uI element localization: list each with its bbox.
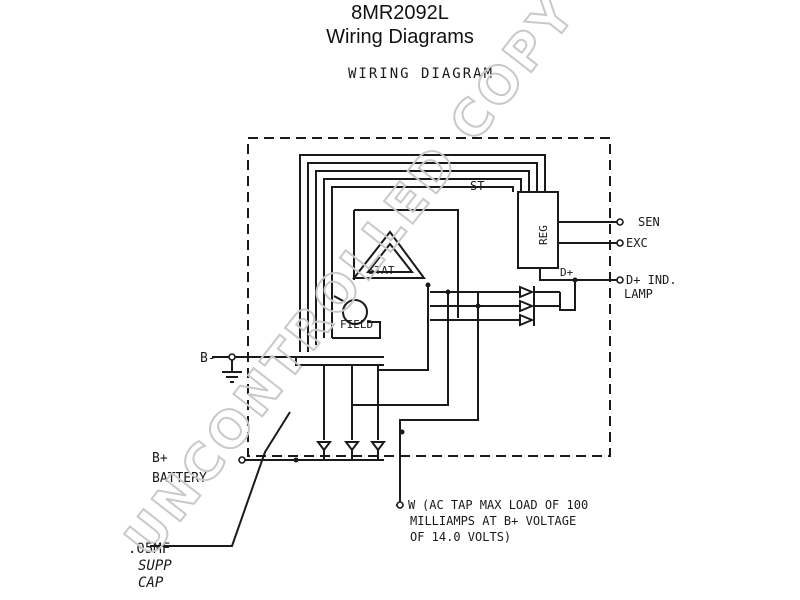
harness-wire-5 bbox=[331, 186, 514, 338]
harness-wire-2 bbox=[307, 162, 538, 352]
trio-collector bbox=[533, 280, 576, 326]
ac-tap-note-1: (AC TAP MAX LOAD OF 100 bbox=[422, 498, 588, 512]
b-plus-terminal bbox=[238, 456, 246, 464]
harness-wire-3 bbox=[315, 170, 530, 345]
w-terminal bbox=[396, 501, 404, 509]
cap-supp-label: SUPP bbox=[138, 558, 172, 574]
ac-tap-note-2: MILLIAMPS AT B+ VOLTAGE bbox=[410, 514, 576, 528]
cap-cap-label: CAP bbox=[138, 575, 164, 591]
b-plus-label: B+ bbox=[152, 451, 168, 466]
stator-frame bbox=[353, 209, 459, 318]
field-label: FIELD bbox=[340, 318, 373, 331]
lamp-label: LAMP bbox=[624, 287, 653, 301]
d-plus-ind-label: D+ IND. bbox=[626, 273, 677, 287]
battery-label: BATTERY bbox=[152, 471, 207, 486]
junction-dots bbox=[293, 277, 578, 463]
regulator-box bbox=[517, 191, 559, 269]
phase-wire-c bbox=[399, 292, 479, 505]
field-link bbox=[332, 295, 381, 339]
ground bbox=[222, 357, 242, 383]
d-plus-inner-label: D+ bbox=[560, 266, 574, 279]
st-label: ST bbox=[470, 179, 484, 193]
ac-tap-note-3: OF 14.0 VOLTS) bbox=[410, 530, 511, 544]
exc-label: EXC bbox=[626, 236, 648, 250]
diagram-heading: WIRING DIAGRAM bbox=[348, 66, 494, 82]
d-plus-wire bbox=[539, 268, 620, 281]
watermark: UNCONTROLLED COPY bbox=[114, 0, 588, 567]
terminal-dots bbox=[228, 218, 624, 509]
rect-diode-3 bbox=[370, 441, 386, 452]
trio-diode-3 bbox=[519, 313, 535, 327]
page-subtitle: Wiring Diagrams bbox=[326, 26, 474, 48]
regulator-label: REG bbox=[537, 225, 550, 245]
phase-wire-b bbox=[352, 290, 449, 406]
trio-diode-1 bbox=[519, 285, 535, 299]
b-minus-label: B- bbox=[200, 351, 216, 366]
cap-value-label: .05MF bbox=[128, 541, 170, 557]
w-label: W bbox=[408, 498, 416, 512]
harness-wire-4 bbox=[323, 178, 522, 338]
rect-diode-1 bbox=[316, 441, 332, 452]
sen-label: SEN bbox=[638, 215, 660, 229]
phase-wire-a bbox=[377, 285, 429, 385]
trio-diode-2 bbox=[519, 299, 535, 313]
stator-delta bbox=[351, 230, 426, 279]
b-minus-terminal bbox=[228, 353, 236, 361]
stator-delta-inner bbox=[365, 242, 415, 273]
model-number: 8MR2092L bbox=[351, 2, 449, 24]
stator-label: STAT bbox=[368, 264, 395, 277]
b-plus-wire bbox=[242, 450, 384, 461]
sen-terminal bbox=[616, 218, 624, 226]
field-coil bbox=[342, 299, 368, 325]
cap-leader bbox=[150, 411, 291, 547]
rect-diode-2 bbox=[344, 441, 360, 452]
d-plus-terminal bbox=[616, 276, 624, 284]
housing-outline bbox=[247, 137, 611, 457]
diagram-lines bbox=[150, 137, 620, 547]
harness-wire-1 bbox=[299, 154, 546, 352]
rect-top-rail bbox=[295, 357, 384, 366]
exc-terminal bbox=[616, 239, 624, 247]
